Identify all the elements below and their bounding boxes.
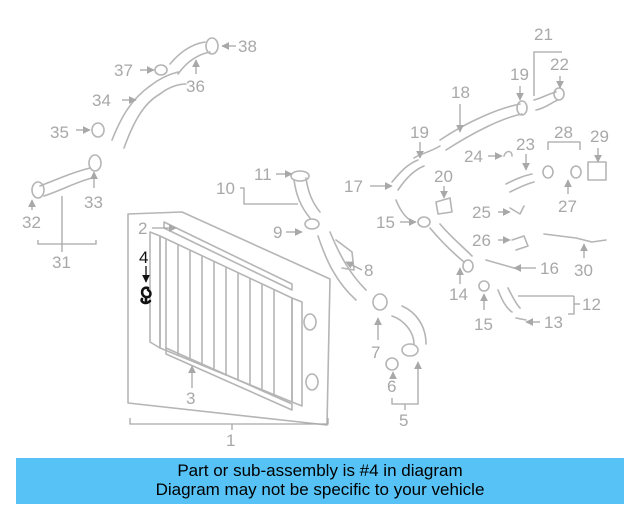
callout-18: 18 xyxy=(451,83,470,102)
callout-6: 6 xyxy=(387,377,396,396)
callout-22: 22 xyxy=(550,55,569,74)
callout-labels: 1 2 3 4 5 6 7 8 9 10 11 12 13 14 15 15 1… xyxy=(22,25,609,450)
callout-19-top: 19 xyxy=(510,65,529,84)
part-info-banner: Part or sub-assembly is #4 in diagram Di… xyxy=(16,458,624,504)
callout-17: 17 xyxy=(344,177,363,196)
callout-25: 25 xyxy=(472,203,491,222)
callout-35: 35 xyxy=(50,123,69,142)
callout-26: 26 xyxy=(472,231,491,250)
callout-24: 24 xyxy=(464,147,483,166)
callout-14: 14 xyxy=(449,285,468,304)
banner-line-disclaimer: Diagram may not be specific to your vehi… xyxy=(155,480,485,499)
callout-12: 12 xyxy=(582,295,601,314)
callout-20: 20 xyxy=(434,167,453,186)
callout-4: 4 xyxy=(139,248,148,267)
part-4-clip-highlight xyxy=(140,286,152,305)
callout-3: 3 xyxy=(186,389,195,408)
callout-23: 23 xyxy=(516,135,535,154)
callout-7: 7 xyxy=(371,343,380,362)
callout-19-left: 19 xyxy=(410,123,429,142)
left-hose-assembly xyxy=(31,37,219,199)
banner-line-part: Part or sub-assembly is #4 in diagram xyxy=(177,461,463,480)
callout-27: 27 xyxy=(558,197,577,216)
callout-28: 28 xyxy=(554,123,573,142)
callout-13: 13 xyxy=(544,313,563,332)
callout-11: 11 xyxy=(254,165,272,184)
callout-21: 21 xyxy=(534,25,553,44)
callout-15-left: 15 xyxy=(376,213,395,232)
callout-2: 2 xyxy=(138,219,147,238)
callout-30: 30 xyxy=(574,261,593,280)
callout-38: 38 xyxy=(238,37,257,56)
callout-36: 36 xyxy=(186,77,205,96)
callout-32: 32 xyxy=(22,213,41,232)
callout-16: 16 xyxy=(540,259,559,278)
callout-33: 33 xyxy=(84,193,103,212)
callout-9: 9 xyxy=(273,223,282,242)
callout-15-bottom: 15 xyxy=(474,315,493,334)
callout-31: 31 xyxy=(52,253,71,272)
parts-diagram: 1 2 3 4 5 6 7 8 9 10 11 12 13 14 15 15 1… xyxy=(22,25,609,450)
callout-5: 5 xyxy=(399,411,408,430)
callout-37: 37 xyxy=(114,61,133,80)
callout-1: 1 xyxy=(226,431,235,450)
callout-10: 10 xyxy=(216,179,235,198)
callout-34: 34 xyxy=(92,91,111,110)
leader-lines xyxy=(28,42,602,430)
intercooler-frame xyxy=(127,211,331,426)
callout-29: 29 xyxy=(590,127,609,146)
callout-8: 8 xyxy=(364,261,373,280)
right-hose-assembly xyxy=(391,87,607,321)
